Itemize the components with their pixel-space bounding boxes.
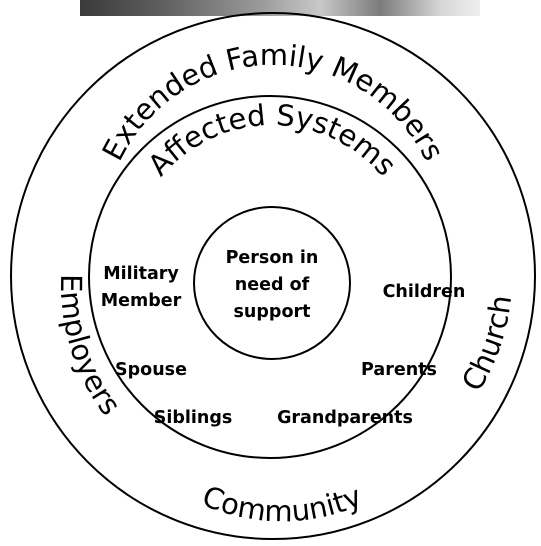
inner-circle [193, 206, 351, 360]
community-label: Community [198, 479, 366, 529]
military-member-line-2: Member [101, 291, 182, 311]
church-label: Church [455, 293, 518, 397]
parents-label: Parents [361, 360, 437, 380]
middle-ring [88, 95, 452, 459]
center-line-3: support [234, 302, 311, 322]
cropped-photo-strip [80, 0, 480, 16]
military-member-line-1: Military [103, 264, 179, 284]
spouse-label: Spouse [115, 360, 187, 380]
siblings-label: Siblings [154, 408, 233, 428]
outer-ring [10, 12, 536, 540]
affected-systems-label: Affected Systems [141, 98, 403, 182]
center-line-2: need of [235, 275, 310, 295]
center-line-1: Person in [226, 248, 319, 268]
children-label: Children [383, 282, 466, 302]
grandparents-label: Grandparents [277, 408, 413, 428]
